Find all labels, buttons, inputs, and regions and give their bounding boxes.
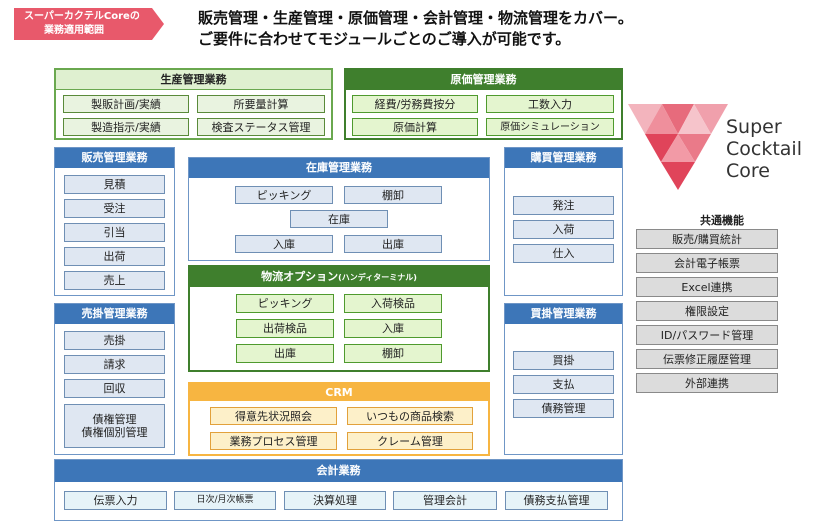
sales-item: 受注 [64,199,165,218]
common-item: 会計電子帳票 [636,253,778,273]
receivable-item-multi: 債権管理 債権個別管理 [64,404,165,448]
sales-title: 販売管理業務 [55,148,174,168]
receivable-item: 売掛 [64,331,165,350]
receivable-multi-line-2: 債権個別管理 [81,426,148,439]
sales-item: 売上 [64,271,165,290]
logistics-item: 出庫 [236,344,334,363]
logistics-item: 入庫 [344,319,442,338]
production-section: 生産管理業務 製販計画/実績 所要量計算 製造指示/実績 検査ステータス管理 [54,68,333,140]
receivable-item: 請求 [64,355,165,374]
inventory-title: 在庫管理業務 [189,158,489,178]
cost-item: 工数入力 [486,95,614,113]
receivable-multi-line-1: 債権管理 [92,413,137,426]
crm-item: クレーム管理 [347,432,473,450]
crm-item: いつもの商品検索 [347,407,473,425]
common-item: 外部連携 [636,373,778,393]
super-cocktail-logo: Super Cocktail Core [628,104,823,194]
inventory-item: 棚卸 [344,186,442,204]
sales-item: 見積 [64,175,165,194]
accounting-item: 日次/月次帳票 [174,491,276,510]
accounting-item: 伝票入力 [64,491,167,510]
sales-item: 引当 [64,223,165,242]
payable-section: 買掛管理業務 買掛 支払 債務管理 [504,303,623,455]
common-item: 販売/購買統計 [636,229,778,249]
accounting-title: 会計業務 [55,460,622,482]
logo-triangle-icon [628,104,728,190]
logo-line-3: Core [726,160,770,182]
headline-line-2: ご要件に合わせてモジュールごとのご導入が可能です。 [198,30,571,48]
cost-item: 原価シミュレーション [486,118,614,136]
crm-item: 業務プロセス管理 [210,432,337,450]
tag-line-1: スーパーカクテルCoreの [24,11,140,22]
purchase-section: 購買管理業務 発注 入荷 仕入 [504,147,623,296]
crm-item: 得意先状況照会 [210,407,337,425]
logistics-item: 入荷検品 [344,294,442,313]
production-item: 所要量計算 [197,95,325,113]
logistics-title: 物流オプション(ハンディターミナル) [190,267,488,287]
cost-title: 原価管理業務 [346,70,621,90]
purchase-item: 発注 [513,196,614,215]
production-item: 製造指示/実績 [63,118,189,136]
cost-item: 経費/労務費按分 [352,95,478,113]
purchase-title: 購買管理業務 [505,148,622,168]
accounting-item: 決算処理 [284,491,386,510]
cost-item: 原価計算 [352,118,478,136]
purchase-item: 仕入 [513,244,614,263]
accounting-section: 会計業務 伝票入力 日次/月次帳票 決算処理 管理会計 債務支払管理 [54,459,623,521]
common-item: Excel連携 [636,277,778,297]
purchase-item: 入荷 [513,220,614,239]
tag-line-2: 業務適用範囲 [44,25,104,36]
payable-item: 債務管理 [513,399,614,418]
common-title: 共通機能 [700,214,744,227]
receivable-section: 売掛管理業務 売掛 請求 回収 債権管理 債権個別管理 [54,303,175,455]
inventory-item: ピッキング [235,186,333,204]
sales-item: 出荷 [64,247,165,266]
production-title: 生産管理業務 [56,70,331,90]
sales-section: 販売管理業務 見積 受注 引当 出荷 売上 [54,147,175,296]
logo-line-2: Cocktail [726,138,802,160]
cost-section: 原価管理業務 経費/労務費按分 工数入力 原価計算 原価シミュレーション [344,68,623,140]
receivable-item: 回収 [64,379,165,398]
common-item: ID/パスワード管理 [636,325,778,345]
production-item: 製販計画/実績 [63,95,189,113]
headline-line-1: 販売管理・生産管理・原価管理・会計管理・物流管理をカバー。 [198,9,633,27]
common-item: 伝票修正履歴管理 [636,349,778,369]
logistics-title-main: 物流オプション [261,270,339,283]
logistics-item: ピッキング [236,294,334,313]
logistics-section: 物流オプション(ハンディターミナル) ピッキング 入荷検品 出荷検品 入庫 出庫… [188,265,490,372]
inventory-item: 在庫 [290,210,388,228]
headline: 販売管理・生産管理・原価管理・会計管理・物流管理をカバー。 ご要件に合わせてモジ… [198,8,633,50]
crm-title: CRM [190,384,488,401]
production-item: 検査ステータス管理 [197,118,325,136]
crm-section: CRM 得意先状況照会 いつもの商品検索 業務プロセス管理 クレーム管理 [188,382,490,456]
logo-text: Super Cocktail Core [726,116,802,182]
receivable-title: 売掛管理業務 [55,304,174,324]
inventory-item: 入庫 [235,235,333,253]
logistics-item: 出荷検品 [236,319,334,338]
scope-tag: スーパーカクテルCoreの 業務適用範囲 [14,8,164,40]
logistics-title-sub: (ハンディターミナル) [338,273,417,282]
payable-item: 買掛 [513,351,614,370]
payable-item: 支払 [513,375,614,394]
common-item: 権限設定 [636,301,778,321]
logistics-item: 棚卸 [344,344,442,363]
payable-title: 買掛管理業務 [505,304,622,324]
inventory-item: 出庫 [344,235,442,253]
logo-line-1: Super [726,116,782,138]
inventory-section: 在庫管理業務 ピッキング 棚卸 在庫 入庫 出庫 [188,157,490,261]
accounting-item: 債務支払管理 [505,491,608,510]
accounting-item: 管理会計 [393,491,497,510]
